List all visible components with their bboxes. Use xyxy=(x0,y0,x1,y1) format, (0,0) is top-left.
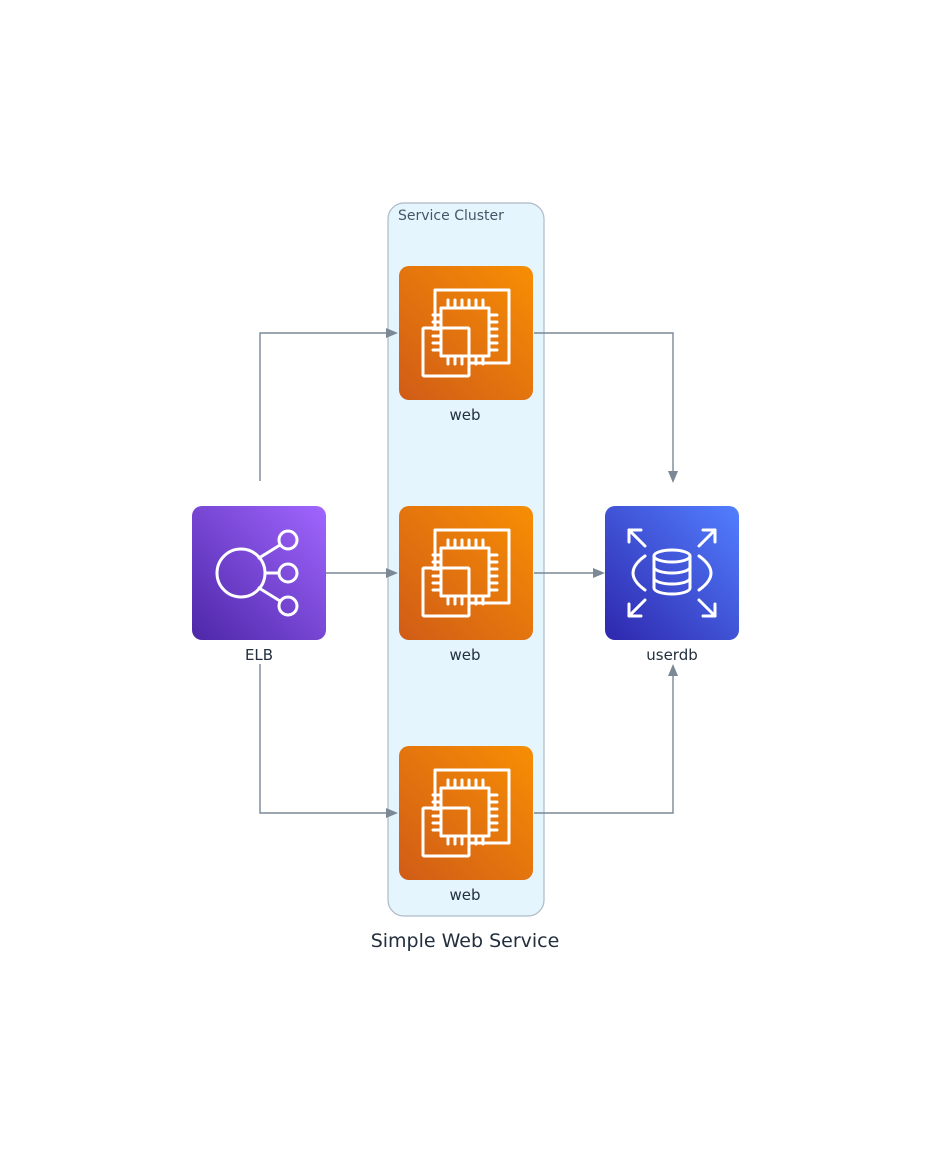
edge-web-bottom-to-userdb xyxy=(534,664,678,814)
edge-web-top-to-userdb xyxy=(534,332,678,483)
web-top-label: web xyxy=(449,406,480,424)
edge-elb-to-web-bottom xyxy=(259,664,398,818)
edge-elb-to-web-middle xyxy=(326,568,398,578)
ec2-icon xyxy=(399,746,533,880)
edge-web-middle-to-userdb xyxy=(534,568,605,578)
web-middle-label: web xyxy=(449,646,480,664)
edge-elb-to-web-top xyxy=(259,328,398,481)
web-bottom-label: web xyxy=(449,886,480,904)
ec2-icon xyxy=(399,266,533,400)
diagram-title: Simple Web Service xyxy=(371,930,560,952)
ec2-icon xyxy=(399,506,533,640)
service-cluster-label: Service Cluster xyxy=(398,208,504,224)
node-web-middle[interactable]: web xyxy=(399,506,533,664)
edges xyxy=(259,328,678,818)
node-userdb[interactable]: userdb xyxy=(605,506,739,664)
rds-glyph xyxy=(627,528,717,618)
node-web-bottom[interactable]: web xyxy=(399,746,533,904)
userdb-label: userdb xyxy=(646,646,698,664)
node-web-top[interactable]: web xyxy=(399,266,533,424)
elb-glyph xyxy=(215,529,299,617)
node-elb[interactable]: ELB xyxy=(192,506,326,664)
elb-label: ELB xyxy=(245,646,273,664)
elb-icon xyxy=(192,506,326,640)
